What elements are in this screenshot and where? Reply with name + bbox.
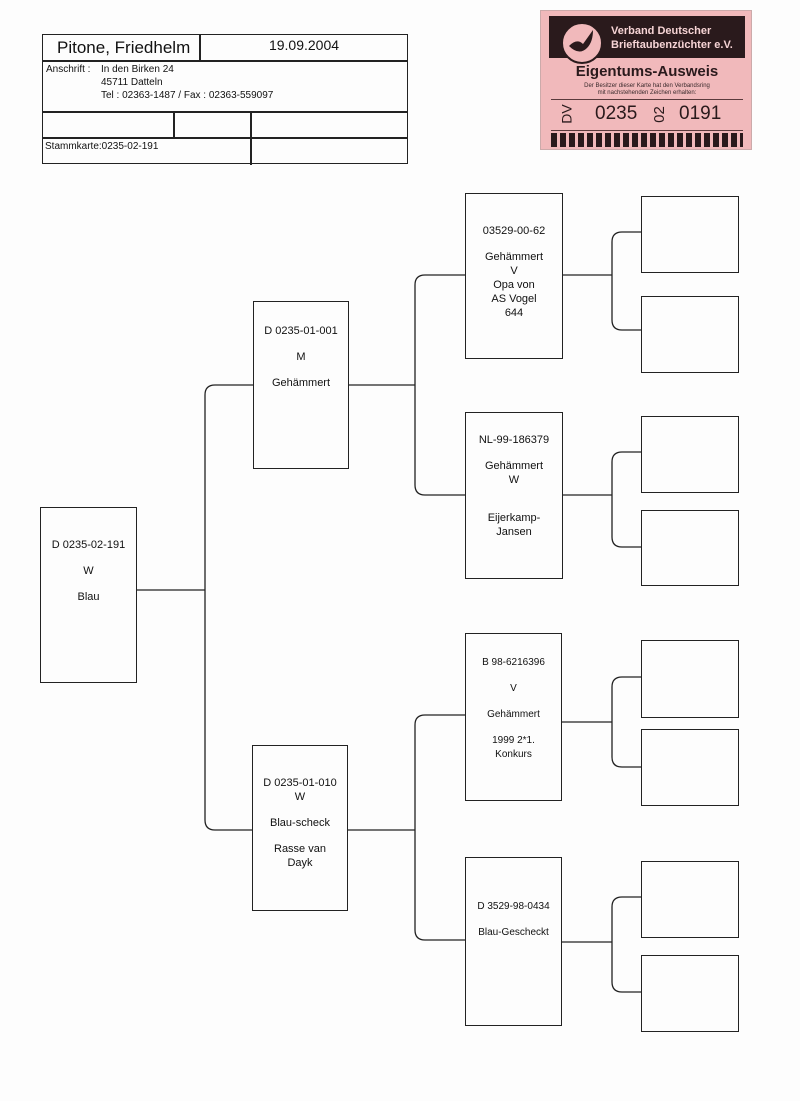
ring-number: DV 0235 02 0191 (551, 99, 743, 131)
sex: W (294, 791, 306, 803)
ring-number: NL-99-186379 (478, 434, 550, 446)
stamp-note: Der Besitzer dieser Karte hat den Verban… (541, 83, 753, 97)
note: Opa von AS Vogel 644 (491, 279, 537, 319)
address-street: In den Birken 24 (101, 64, 174, 75)
ownership-card-stamp: Verband Deutscher Brieftaubenzüchter e.V… (540, 10, 752, 150)
pedigree-dam-dam-box: D 3529-98-0434 Blau-Gescheckt (465, 857, 562, 1026)
pedigree-great-grandparent-box (641, 416, 739, 493)
pedigree-dam-sire-box: B 98-6216396 V Gehämmert 1999 2*1. Konku… (465, 633, 562, 801)
note: 1999 2*1. Konkurs (492, 735, 535, 760)
stamp-header-band: Verband Deutscher Brieftaubenzüchter e.V… (549, 16, 745, 64)
sex: M (296, 351, 306, 363)
address-label: Anschrift : (46, 64, 91, 75)
ring-number: 03529-00-62 (482, 225, 546, 237)
divider (250, 111, 252, 165)
stamp-pattern (551, 133, 743, 147)
color: Gehämmert (484, 460, 544, 472)
divider (173, 111, 175, 138)
divider (43, 137, 407, 139)
sex: V (510, 265, 518, 277)
ring-number: D 0235-02-191 (51, 539, 126, 551)
note: Rasse van Dayk (274, 843, 326, 869)
pedigree-great-grandparent-box (641, 296, 739, 373)
pedigree-subject-box: D 0235-02-191 W Blau (40, 507, 137, 683)
ring-serial: 0191 (679, 103, 722, 124)
color: Gehämmert (484, 251, 544, 263)
dove-logo-icon (561, 22, 603, 64)
color: Blau-Gescheckt (478, 927, 549, 938)
stamp-organization: Verband Deutscher Brieftaubenzüchter e.V… (611, 24, 733, 52)
pedigree-sire-sire-box: 03529-00-62 Gehämmert V Opa von AS Vogel… (465, 193, 563, 359)
divider (43, 60, 407, 62)
note-line-2: mit nachstehenden Zeichen erhalten: (597, 90, 697, 96)
sex: W (83, 565, 94, 577)
note: Eijerkamp- Jansen (487, 512, 541, 538)
ring-number: D 0235-01-001 (264, 325, 338, 337)
address-city: 45711 Datteln (101, 77, 163, 88)
stamp-title: Eigentums-Ausweis (575, 63, 719, 80)
pedigree-sire-box: D 0235-01-001 M Gehämmert (253, 301, 349, 469)
ring-club: 0235 (595, 103, 638, 124)
pedigree-great-grandparent-box (641, 510, 739, 586)
stammkarte: Stammkarte:0235-02-191 (45, 141, 159, 152)
color: Gehämmert (271, 377, 331, 389)
owner-name: Pitone, Friedhelm (57, 38, 191, 57)
owner-info-table: Pitone, Friedhelm 19.09.2004 Anschrift :… (42, 34, 408, 165)
pedigree-sire-dam-box: NL-99-186379 Gehämmert W Eijerkamp- Jans… (465, 412, 563, 579)
sex: W (508, 474, 520, 486)
pedigree-great-grandparent-box (641, 729, 739, 806)
address-phone: Tel : 02363-1487 / Fax : 02363-559097 (101, 90, 274, 101)
org-line-1: Verband Deutscher (611, 25, 712, 37)
divider (43, 111, 407, 113)
color: Blau (77, 591, 100, 603)
org-line-2: Brieftaubenzüchter e.V. (611, 39, 733, 51)
divider (199, 35, 201, 61)
pedigree-dam-box: D 0235-01-010 W Blau-scheck Rasse van Da… (252, 745, 348, 911)
note-line-1: Der Besitzer dieser Karte hat den Verban… (584, 83, 710, 89)
sex: V (510, 683, 517, 694)
color: Blau-scheck (270, 817, 330, 829)
ring-number: B 98-6216396 (482, 657, 545, 668)
pedigree-great-grandparent-box (641, 861, 739, 938)
pedigree-great-grandparent-box (641, 640, 739, 718)
document-date: 19.09.2004 (268, 37, 340, 53)
pedigree-great-grandparent-box (641, 196, 739, 273)
pedigree-great-grandparent-box (641, 955, 739, 1032)
color: Gehämmert (487, 709, 540, 720)
ring-number: D 3529-98-0434 (477, 901, 550, 912)
ring-number: D 0235-01-010 (263, 777, 337, 789)
